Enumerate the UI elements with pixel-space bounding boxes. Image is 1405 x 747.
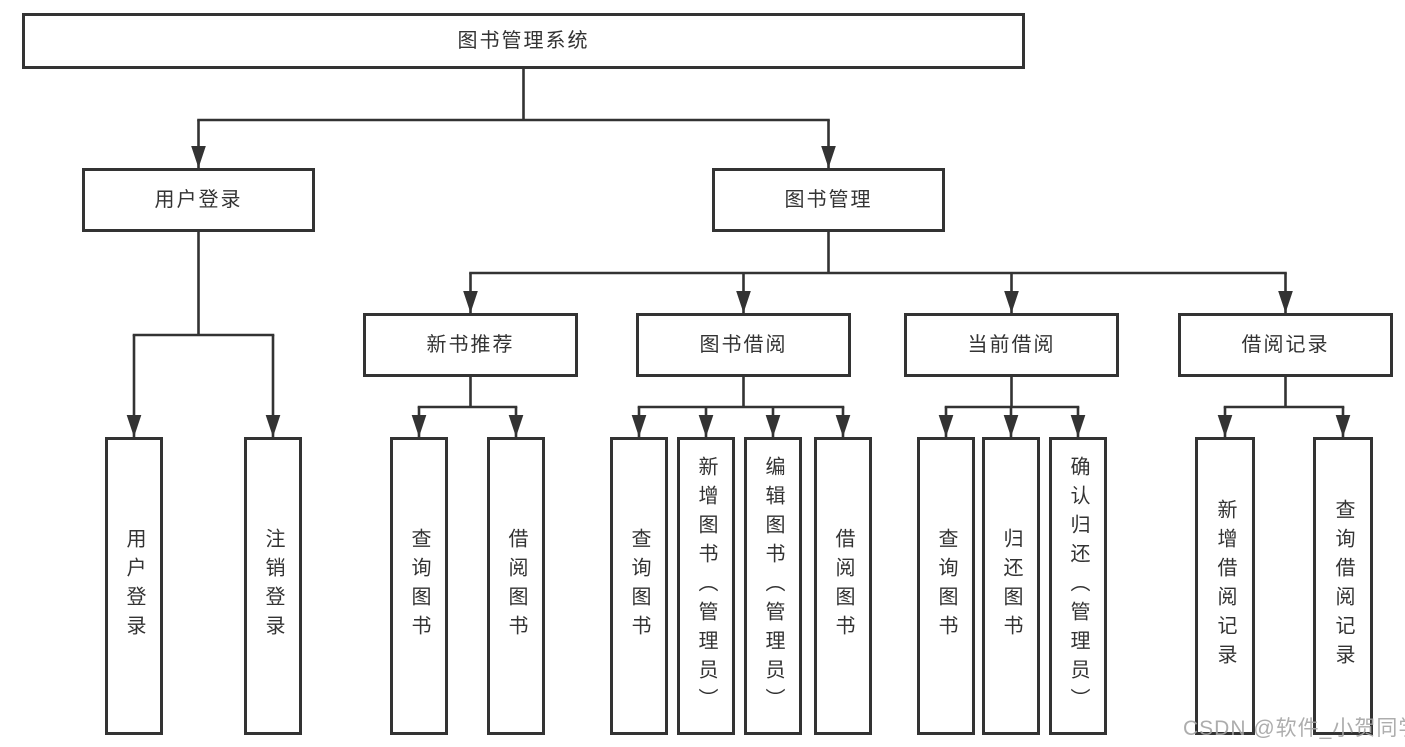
node-label: 新增图书（管理员）: [695, 455, 717, 717]
node-label: 当前借阅: [967, 334, 1056, 356]
leaf-query-books: 查询图书: [917, 437, 975, 735]
node-label: 编辑图书（管理员）: [762, 455, 784, 717]
leaf-add-borrow-record: 新增借阅记录: [1195, 437, 1255, 735]
node-label: 借阅记录: [1241, 334, 1330, 356]
node-label: 图书借阅: [699, 334, 788, 356]
node-label: 借阅图书: [505, 528, 527, 644]
node-new-book-recommend: 新书推荐: [363, 313, 578, 377]
leaf-confirm-return-admin: 确认归还（管理员）: [1049, 437, 1107, 735]
node-book-management-branch: 图书管理: [712, 168, 945, 232]
node-label: 新增借阅记录: [1214, 499, 1236, 673]
node-label: 用户登录: [123, 528, 145, 644]
connector-buses: [132, 67, 1345, 409]
csdn-watermark: CSDN @软件_小贺同学: [1183, 717, 1405, 740]
node-label: 归还图书: [1000, 528, 1022, 644]
node-book-borrowing: 图书借阅: [636, 313, 851, 377]
node-borrowing-records: 借阅记录: [1178, 313, 1393, 377]
node-label: 用户登录: [154, 189, 243, 211]
leaf-edit-books-admin: 编辑图书（管理员）: [744, 437, 802, 735]
leaf-query-borrow-record: 查询借阅记录: [1313, 437, 1373, 735]
node-current-borrowing: 当前借阅: [904, 313, 1119, 377]
node-label: 查询借阅记录: [1332, 499, 1354, 673]
node-label: 借阅图书: [832, 528, 854, 644]
leaf-query-books: 查询图书: [610, 437, 668, 735]
node-label: 图书管理系统: [457, 30, 590, 52]
leaf-add-books-admin: 新增图书（管理员）: [677, 437, 735, 735]
node-label: 查询图书: [408, 528, 430, 644]
leaf-return-books: 归还图书: [982, 437, 1040, 735]
leaf-borrow-books: 借阅图书: [487, 437, 545, 735]
node-library-system: 图书管理系统: [22, 13, 1025, 69]
node-label: 注销登录: [262, 528, 284, 644]
node-user-login-branch: 用户登录: [82, 168, 315, 232]
node-label: 新书推荐: [426, 334, 515, 356]
node-label: 查询图书: [935, 528, 957, 644]
node-label: 确认归还（管理员）: [1067, 455, 1089, 717]
leaf-borrow-books: 借阅图书: [814, 437, 872, 735]
connector-arrows: [126, 120, 1351, 437]
leaf-logout: 注销登录: [244, 437, 302, 735]
leaf-query-books: 查询图书: [390, 437, 448, 735]
node-label: 图书管理: [784, 189, 873, 211]
node-label: 查询图书: [628, 528, 650, 644]
leaf-user-login: 用户登录: [105, 437, 163, 735]
